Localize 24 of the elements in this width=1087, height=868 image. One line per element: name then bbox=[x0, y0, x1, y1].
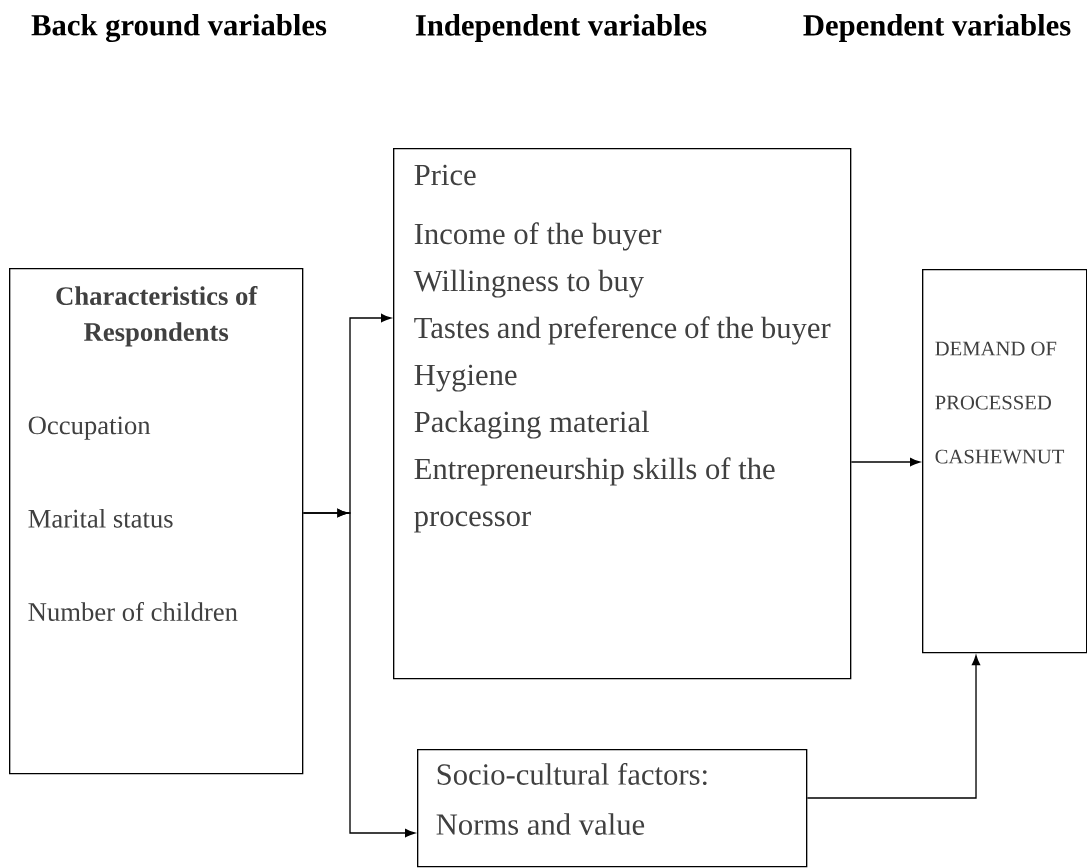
arrow bbox=[850, 457, 921, 467]
box-text: Number of children bbox=[28, 602, 238, 622]
variable-box bbox=[9, 268, 304, 775]
box-text: Entrepreneurship skills of the processor bbox=[414, 457, 775, 533]
box-text: Packaging material bbox=[414, 410, 649, 439]
box-text: Price bbox=[414, 164, 476, 186]
box-text: Marital status bbox=[28, 508, 173, 528]
box-text: DEMAND OF PROCESSED CASHEWNUT bbox=[935, 341, 1065, 464]
column-heading: Independent variables bbox=[415, 14, 707, 42]
column-heading: Back ground variables bbox=[31, 13, 327, 43]
box-text: Income of the buyer bbox=[414, 222, 662, 251]
box-text: Hygiene bbox=[414, 364, 517, 392]
box-text: Tastes and preference of the buyer bbox=[414, 316, 831, 345]
box-text: Occupation bbox=[28, 416, 151, 440]
arrow bbox=[806, 655, 981, 799]
variable-box bbox=[417, 749, 808, 868]
variable-box bbox=[922, 269, 1087, 654]
box-heading: Characteristics of Respondents bbox=[56, 286, 258, 347]
box-text: Willingness to buy bbox=[413, 269, 645, 298]
variable-box bbox=[393, 148, 852, 680]
arrow bbox=[302, 508, 415, 838]
box-text: Norms and value bbox=[436, 813, 645, 835]
box-text: Socio-cultural factors: bbox=[437, 763, 707, 786]
column-heading: Dependent variables bbox=[803, 14, 1071, 42]
